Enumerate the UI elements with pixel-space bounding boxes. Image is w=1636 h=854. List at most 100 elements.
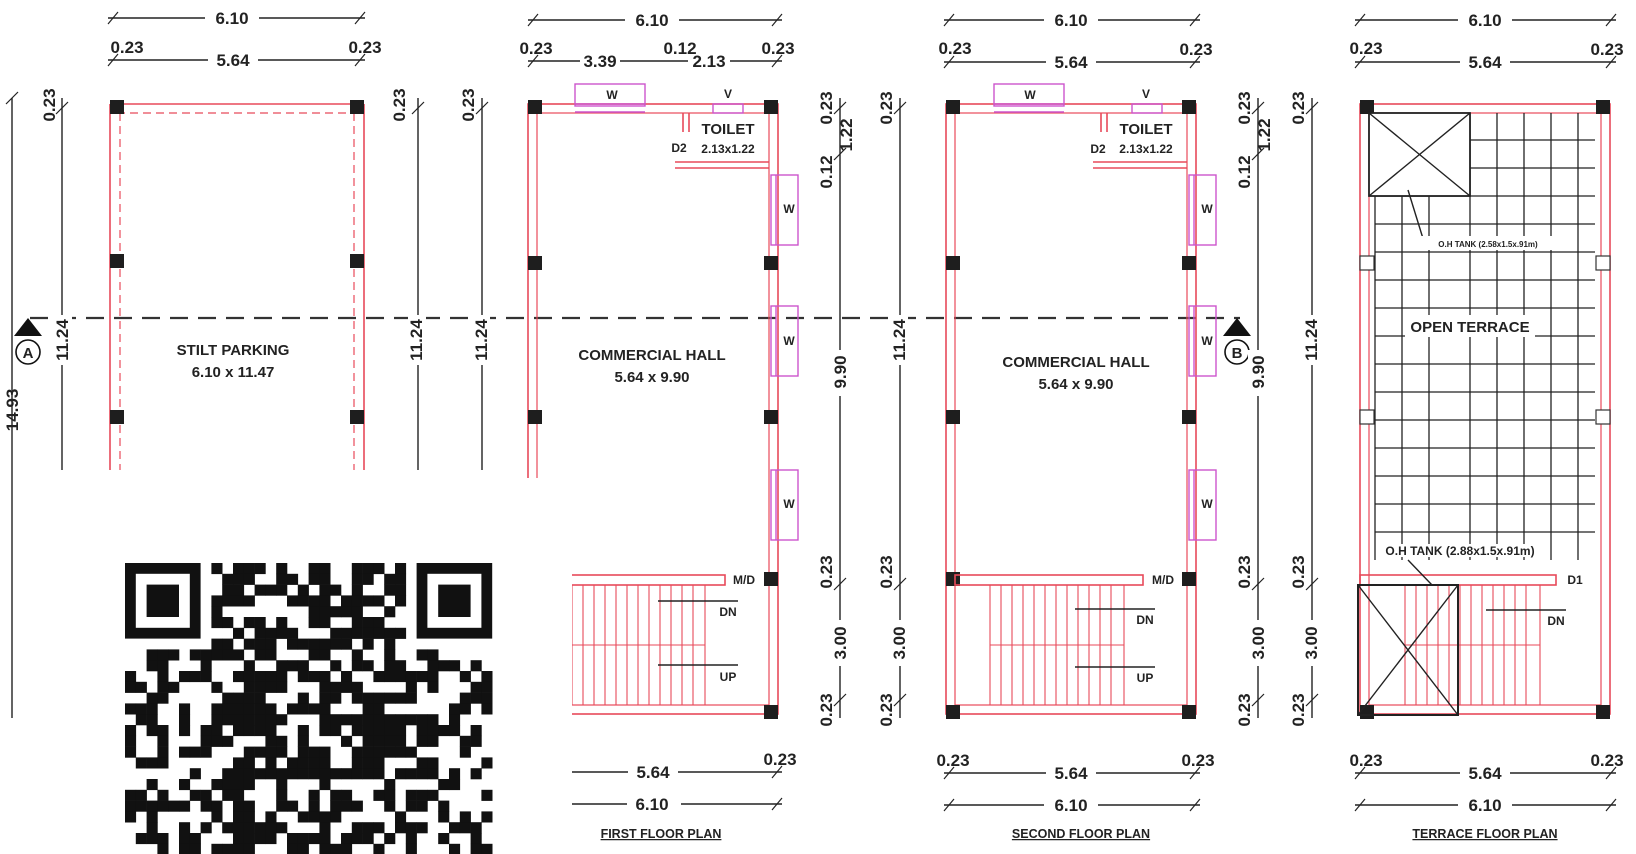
windows-right: W W W bbox=[1188, 174, 1217, 541]
dim-right-a: 0.23 bbox=[817, 91, 836, 124]
section-marker-a: A bbox=[14, 318, 42, 365]
window-tag: W bbox=[1024, 88, 1036, 102]
oh-tank-bottom-label: O.H TANK (2.88x1.5x.91m) bbox=[1385, 544, 1534, 558]
dim-right-b: 1.22 bbox=[837, 118, 856, 151]
door-d1-label: D1 bbox=[1567, 573, 1583, 587]
toilet-label: TOILET bbox=[701, 121, 754, 138]
plan-title: TERRACE FLOOR PLAN bbox=[1412, 827, 1557, 841]
dim-right-b: 1.22 bbox=[1255, 118, 1274, 151]
room-label-commercial-hall: COMMERCIAL HALL bbox=[578, 347, 725, 364]
svg-text:W: W bbox=[1201, 497, 1213, 511]
dim-left-a: 0.23 bbox=[1289, 91, 1308, 124]
dim-clear-depth: 11.24 bbox=[53, 319, 72, 361]
svg-text:W: W bbox=[783, 334, 795, 348]
svg-text:W: W bbox=[783, 497, 795, 511]
dim-left-b: 11.24 bbox=[1302, 319, 1321, 361]
room-label-open-terrace: OPEN TERRACE bbox=[1410, 319, 1529, 336]
dim-left-a: 0.23 bbox=[877, 91, 896, 124]
dim-partition: 0.12 bbox=[663, 39, 696, 58]
oh-tank-bottom bbox=[1357, 584, 1459, 716]
second-floor-plan: 6.10 5.64 0.23 0.23 0.23 11.24 0.23 3.00… bbox=[877, 8, 1274, 841]
dim-e: 0.23 bbox=[761, 39, 794, 58]
dim-right-f: 3.00 bbox=[831, 626, 850, 659]
vent-tag: V bbox=[1142, 87, 1150, 101]
dim-bottom-left: 0.23 bbox=[1349, 751, 1382, 770]
dim-right-wall: 0.23 bbox=[348, 38, 381, 57]
dim-right-wall: 0.23 bbox=[1179, 40, 1212, 59]
dim-bottom-right: 0.23 bbox=[1590, 751, 1623, 770]
dim-left-wall: 0.23 bbox=[938, 39, 971, 58]
dim-right-d: 9.90 bbox=[1249, 355, 1268, 388]
dim-a: 0.23 bbox=[519, 39, 552, 58]
svg-text:W: W bbox=[1201, 334, 1213, 348]
vent-tag: V bbox=[724, 87, 732, 101]
dim-inner-width: 5.64 bbox=[216, 51, 250, 70]
stair-up-label: UP bbox=[720, 670, 737, 684]
dim-left-e: 0.23 bbox=[1289, 693, 1308, 726]
dim-bottom-inner: 5.64 bbox=[1054, 764, 1088, 783]
plan-title: SECOND FLOOR PLAN bbox=[1012, 827, 1150, 841]
dim-bottom-right: 0.23 bbox=[1181, 751, 1214, 770]
dim-right-g: 0.23 bbox=[1235, 693, 1254, 726]
dim-bottom-overall: 6.10 bbox=[1054, 796, 1087, 815]
dim-right-g: 0.23 bbox=[817, 693, 836, 726]
dim-left-d: 3.00 bbox=[1302, 626, 1321, 659]
room-size-stilt-parking: 6.10 x 11.47 bbox=[192, 364, 275, 381]
dim-bottom-left: 0.23 bbox=[936, 751, 969, 770]
svg-text:W: W bbox=[783, 202, 795, 216]
svg-text:W: W bbox=[1201, 202, 1213, 216]
stilt-parking-plan: 6.10 5.64 0.23 0.23 14.93 0.23 11.24 0.2… bbox=[3, 6, 426, 718]
stair-down-label: DN bbox=[1136, 613, 1153, 627]
plan-title: FIRST FLOOR PLAN bbox=[601, 827, 722, 841]
stair-down-label: DN bbox=[1547, 614, 1564, 628]
dim-right-e: 0.23 bbox=[1235, 555, 1254, 588]
dim-overall-width: 6.10 bbox=[215, 9, 248, 28]
terrace-tiles bbox=[1374, 113, 1595, 560]
room-size-commercial-hall: 5.64 x 9.90 bbox=[1038, 376, 1113, 393]
md-label: M/D bbox=[733, 573, 755, 587]
stair-down-label: DN bbox=[719, 605, 736, 619]
dim-overall-depth: 14.93 bbox=[3, 389, 22, 432]
staircase bbox=[1404, 585, 1541, 705]
md-label: M/D bbox=[1152, 573, 1174, 587]
dim-left-e: 0.23 bbox=[877, 693, 896, 726]
dim-left-top: 0.23 bbox=[459, 88, 478, 121]
dim-left-b: 11.24 bbox=[890, 319, 909, 361]
dim-right-e: 0.23 bbox=[817, 555, 836, 588]
dim-left-wall: 0.23 bbox=[1349, 39, 1382, 58]
qr-code bbox=[50, 478, 572, 854]
dim-bottom-inner: 5.64 bbox=[636, 763, 670, 782]
dim-right-c: 0.12 bbox=[817, 155, 836, 188]
room-size-commercial-hall: 5.64 x 9.90 bbox=[614, 369, 689, 386]
dim-overall-width: 6.10 bbox=[1054, 11, 1087, 30]
dim-toilet-width: 2.13 bbox=[692, 52, 725, 71]
door-tag: D2 bbox=[671, 141, 687, 155]
dim-right-c: 0.12 bbox=[1235, 155, 1254, 188]
dim-right-a: 0.23 bbox=[1235, 91, 1254, 124]
dim-bottom-overall: 6.10 bbox=[635, 795, 668, 814]
staircase bbox=[989, 585, 1125, 705]
room-label-commercial-hall: COMMERCIAL HALL bbox=[1002, 354, 1149, 371]
dim-left-d: 3.00 bbox=[890, 626, 909, 659]
dim-right-wall: 0.23 bbox=[1590, 40, 1623, 59]
dim-hall-width: 3.39 bbox=[583, 52, 616, 71]
dim-right-f: 3.00 bbox=[1249, 626, 1268, 659]
dim-inner-width: 5.64 bbox=[1054, 53, 1088, 72]
dim-bottom-right: 0.23 bbox=[763, 750, 796, 769]
oh-tank-top-label: O.H TANK (2.58x1.5x.91m) bbox=[1438, 240, 1538, 249]
dim-left-c: 0.23 bbox=[1289, 555, 1308, 588]
dim-bottom-overall: 6.10 bbox=[1468, 796, 1501, 815]
dim-right-d: 9.90 bbox=[831, 355, 850, 388]
dim-top-wall: 0.23 bbox=[40, 88, 59, 121]
windows-right: W W W bbox=[770, 174, 799, 541]
toilet-size: 2.13x1.22 bbox=[701, 142, 755, 156]
door-tag: D2 bbox=[1090, 142, 1106, 156]
toilet-size: 2.13x1.22 bbox=[1119, 142, 1173, 156]
dim-overall-width: 6.10 bbox=[635, 11, 668, 30]
first-floor-plan: 6.10 0.23 3.39 0.12 2.13 0.23 0.23 11.24… bbox=[459, 8, 856, 841]
dim-inner-width: 5.64 bbox=[1468, 53, 1502, 72]
dim-right-clear-depth: 11.24 bbox=[407, 319, 426, 361]
dim-left-wall: 0.23 bbox=[110, 38, 143, 57]
svg-text:B: B bbox=[1232, 345, 1243, 362]
